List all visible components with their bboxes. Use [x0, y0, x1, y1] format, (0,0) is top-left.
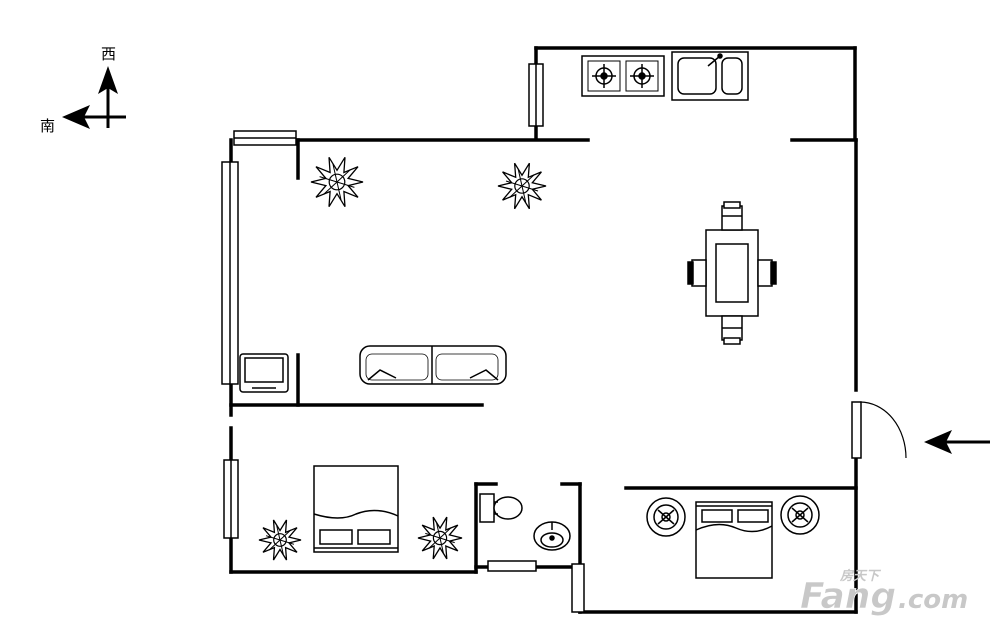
sofa-icon — [359, 345, 507, 385]
watermark: Fang 房天下 .com — [800, 568, 969, 617]
toilet-icon — [479, 493, 523, 523]
entrance-arrow-icon — [924, 430, 990, 454]
compass-north-label: 西 — [101, 45, 116, 63]
nightstand-icon — [780, 495, 820, 535]
arrow-left-icon — [62, 105, 90, 129]
watermark-domain: .com — [898, 585, 968, 615]
arrow-up-icon — [98, 66, 118, 94]
compass-west-label: 南 — [40, 117, 55, 135]
watermark-cn: 房天下 — [839, 568, 882, 584]
window-master — [571, 563, 585, 613]
plant-icon — [417, 516, 463, 560]
dining-table-icon — [687, 201, 777, 345]
window-bathroom — [487, 560, 537, 572]
plant-icon — [258, 519, 302, 561]
watermark-brand: Fang — [800, 576, 896, 617]
bed-icon — [313, 465, 399, 553]
tv-icon — [239, 353, 289, 393]
sink-icon — [671, 51, 749, 101]
plants — [258, 156, 547, 561]
walls — [229, 46, 858, 614]
bed-icon — [695, 501, 773, 579]
basin-icon — [533, 521, 571, 551]
plant-icon — [497, 162, 547, 210]
windows — [221, 63, 585, 613]
nightstand-icon — [646, 497, 686, 537]
compass: 西 南 — [40, 45, 126, 135]
plant-icon — [310, 156, 364, 208]
stove-icon — [581, 55, 665, 97]
entrance-door — [851, 401, 907, 459]
